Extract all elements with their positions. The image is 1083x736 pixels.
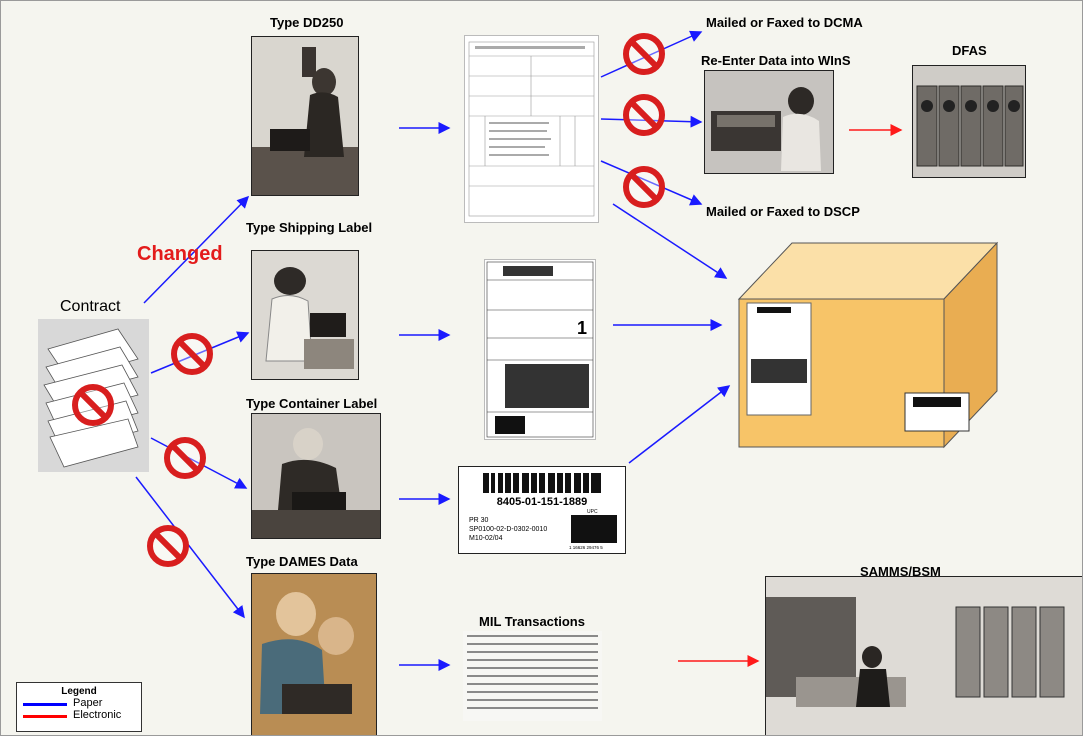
label-dfas: DFAS	[952, 43, 987, 58]
label-mil-transactions: MIL Transactions	[479, 614, 585, 629]
mil-transactions-printout	[463, 631, 602, 721]
typist-photo-dd250	[251, 36, 359, 196]
legend-label-paper: Paper	[73, 697, 103, 709]
container-label-contract-no: SP0100-02-D-0302-0010	[469, 526, 547, 533]
shipping-label-number: 1	[577, 318, 587, 338]
label-samms-bsm: SAMMS/BSM	[860, 564, 941, 579]
shipping-box	[737, 241, 999, 449]
contract-paper-stack	[38, 319, 149, 472]
container-label-pr: PR 30	[469, 517, 489, 524]
label-mailed-dscp: Mailed or Faxed to DSCP	[706, 204, 860, 219]
legend-line-electronic	[23, 715, 67, 718]
no-symbol-dcma	[623, 33, 665, 75]
legend-label-electronic: Electronic	[73, 709, 122, 721]
dd250-form	[464, 35, 599, 223]
shipping-label: 1	[484, 259, 596, 440]
legend: Legend Paper Electronic	[16, 682, 142, 732]
container-label-upc-digits: 1 16626 29476 5	[569, 545, 603, 550]
label-type-container-label: Type Container Label	[246, 396, 378, 411]
label-reenter-wins: Re-Enter Data into WInS	[701, 53, 851, 68]
container-label-nsn: 8405-01-151-1889	[497, 496, 588, 508]
dfas-mainframe-photo	[912, 65, 1026, 178]
data-entry-operator-photo	[704, 70, 834, 174]
container-label: 8405-01-151-1889 PR 30 SP0100-02-D-0302-…	[458, 466, 626, 554]
label-type-dd250: Type DD250	[270, 15, 344, 30]
no-symbol-dames	[147, 525, 189, 567]
samms-bsm-computer-room-photo	[765, 576, 1082, 735]
arrow-contract-to-shipping	[150, 331, 250, 374]
arrow-contract-to-dd250	[143, 195, 250, 304]
typist-photo-shipping	[251, 250, 359, 380]
arrow-form-to-dscp	[600, 160, 703, 206]
legend-item-paper: Paper	[17, 697, 141, 709]
label-changed: Changed	[137, 243, 223, 265]
legend-item-electronic: Electronic	[17, 709, 141, 721]
arrow-container-label-to-box	[628, 385, 731, 464]
container-label-upc: UPC	[587, 509, 598, 515]
arrow-form-to-box	[612, 203, 728, 279]
arrow-form-to-dcma	[600, 30, 703, 78]
label-contract: Contract	[60, 298, 121, 315]
no-symbol-dscp	[623, 166, 665, 208]
typist-photo-dames	[251, 573, 377, 735]
legend-title: Legend	[61, 686, 97, 697]
label-type-shipping-label: Type Shipping Label	[246, 220, 373, 235]
arrow-contract-to-container	[150, 437, 248, 489]
label-mailed-dcma: Mailed or Faxed to DCMA	[706, 15, 863, 30]
no-symbol-shipping	[171, 333, 213, 375]
arrow-contract-to-dames	[135, 476, 245, 619]
legend-line-paper	[23, 703, 67, 706]
label-type-dames-data: Type DAMES Data	[246, 554, 358, 569]
no-symbol-container	[164, 437, 206, 479]
no-symbol-wins	[623, 94, 665, 136]
no-symbol-contract	[72, 384, 114, 426]
typist-photo-container	[251, 413, 381, 539]
container-label-code: M10-02/04	[469, 535, 503, 542]
